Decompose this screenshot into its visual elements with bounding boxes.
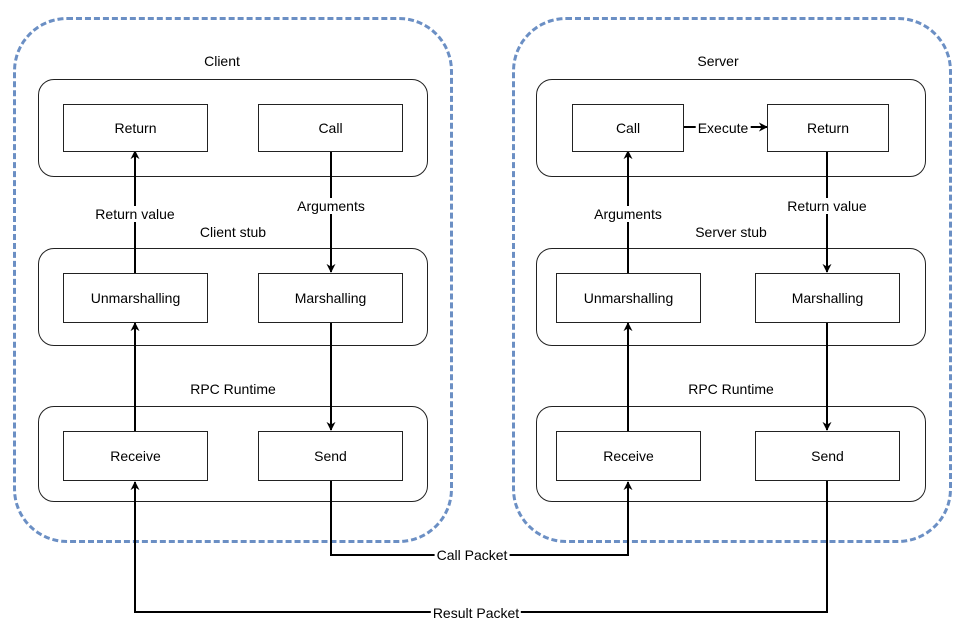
client-container	[13, 17, 453, 543]
client-return-value-label: Return value	[93, 206, 177, 222]
client-send-box: Send	[258, 431, 403, 481]
result-packet-label: Result Packet	[430, 605, 522, 621]
server-return-value-label: Return value	[785, 198, 869, 214]
server-call-box: Call	[572, 104, 684, 152]
server-runtime-title: RPC Runtime	[688, 381, 774, 397]
server-title: Server	[697, 53, 739, 69]
call-packet-label: Call Packet	[434, 547, 510, 563]
client-stub-title: Client stub	[199, 224, 267, 240]
client-return-box: Return	[63, 104, 208, 152]
client-runtime-title: RPC Runtime	[190, 381, 276, 397]
client-receive-box: Receive	[63, 431, 208, 481]
client-call-box: Call	[258, 104, 403, 152]
client-unmarshalling-box: Unmarshalling	[63, 273, 208, 323]
client-title: Client	[204, 53, 240, 69]
client-marshalling-box: Marshalling	[258, 273, 403, 323]
execute-label: Execute	[695, 120, 751, 136]
call-packet-line	[330, 481, 633, 556]
server-receive-box: Receive	[556, 431, 701, 481]
server-stub-title: Server stub	[695, 224, 767, 240]
client-arguments-label: Arguments	[295, 198, 367, 214]
server-unmarshalling-box: Unmarshalling	[556, 273, 701, 323]
server-arguments-label: Arguments	[592, 206, 664, 222]
server-send-box: Send	[755, 431, 900, 481]
server-container	[512, 17, 952, 543]
server-marshalling-box: Marshalling	[755, 273, 900, 323]
server-return-box: Return	[767, 104, 889, 152]
